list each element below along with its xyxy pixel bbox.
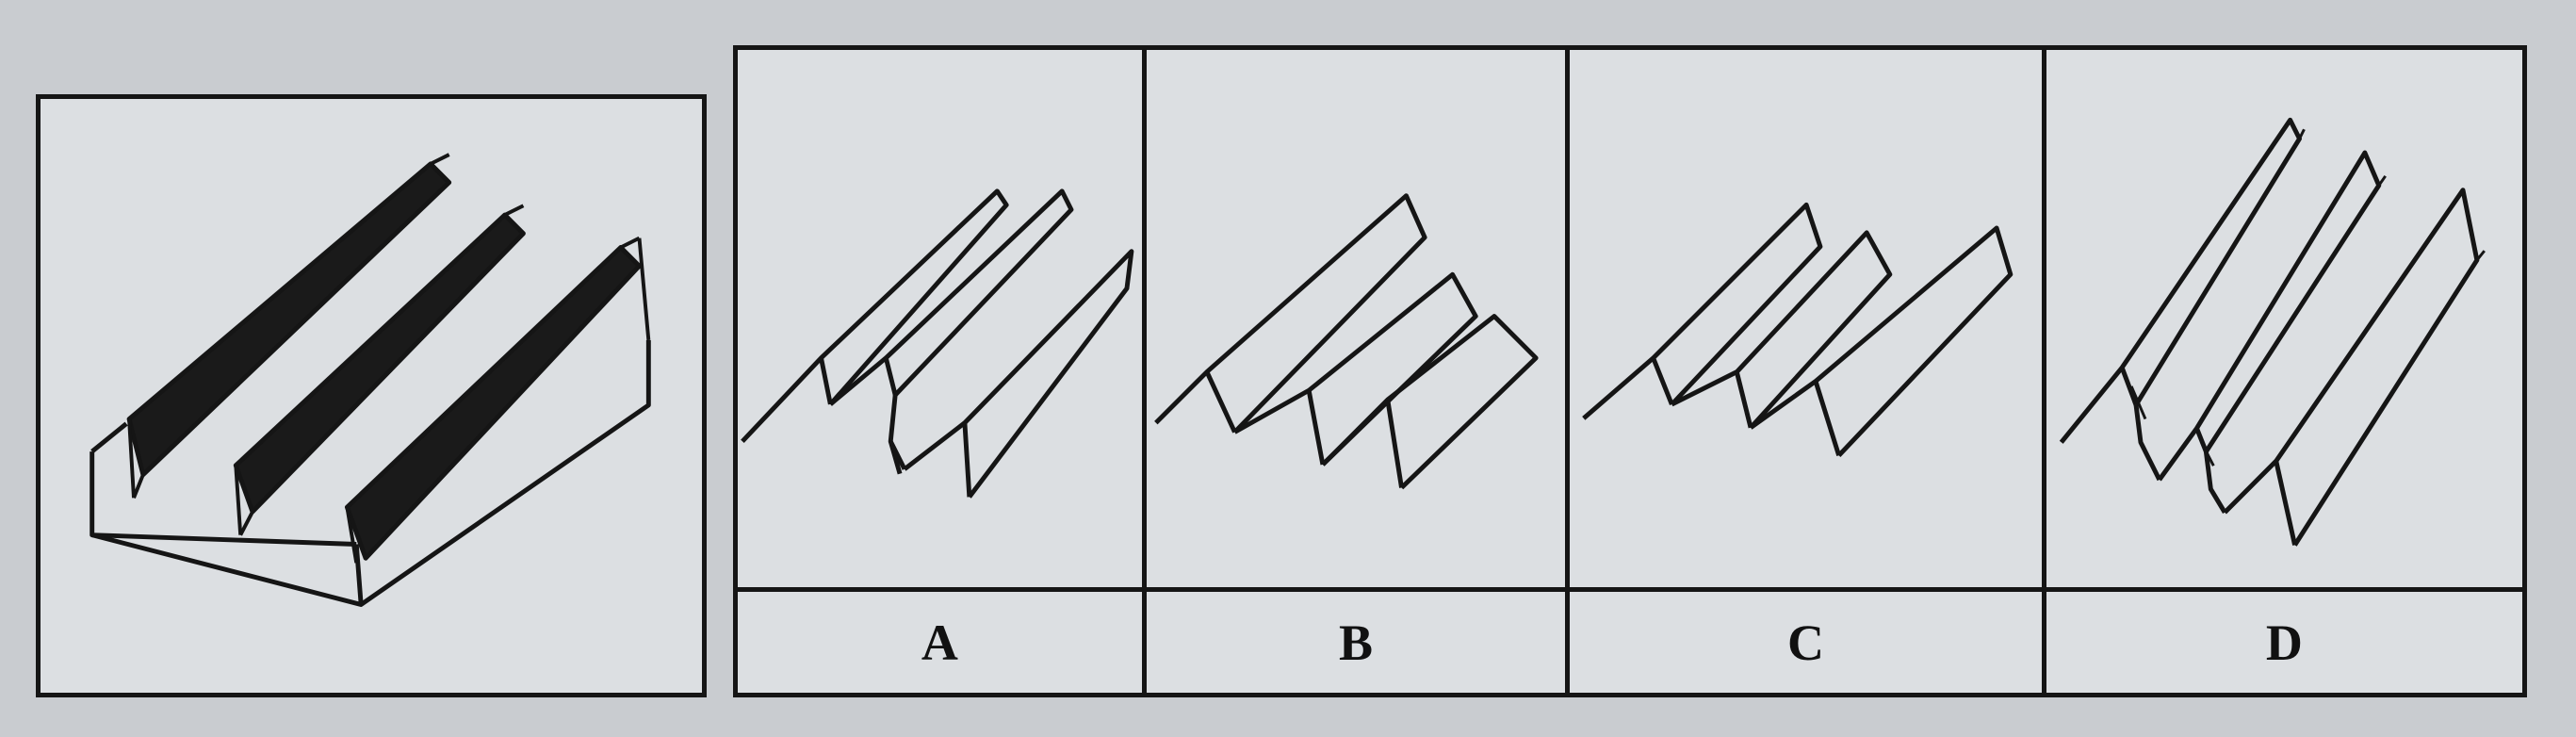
option-d-figure bbox=[2046, 50, 2522, 587]
fin-left bbox=[126, 161, 452, 478]
option-c[interactable]: C bbox=[1570, 50, 2046, 693]
option-b-figure bbox=[1147, 50, 1566, 587]
option-c-label: C bbox=[1570, 587, 2042, 693]
option-d[interactable]: D bbox=[2046, 50, 2523, 693]
question-figure bbox=[90, 153, 651, 607]
option-b-label: B bbox=[1146, 587, 1566, 693]
option-d-label: D bbox=[2046, 587, 2523, 693]
option-a[interactable]: A bbox=[738, 50, 1147, 693]
option-a-figure bbox=[738, 50, 1142, 587]
fin-right bbox=[344, 245, 642, 561]
option-c-figure bbox=[1570, 50, 2041, 587]
option-a-label: A bbox=[738, 587, 1142, 693]
option-b[interactable]: B bbox=[1146, 50, 1571, 693]
question-figure-panel bbox=[36, 94, 707, 697]
fin-middle bbox=[233, 212, 526, 515]
options-panel: A B bbox=[733, 45, 2527, 697]
